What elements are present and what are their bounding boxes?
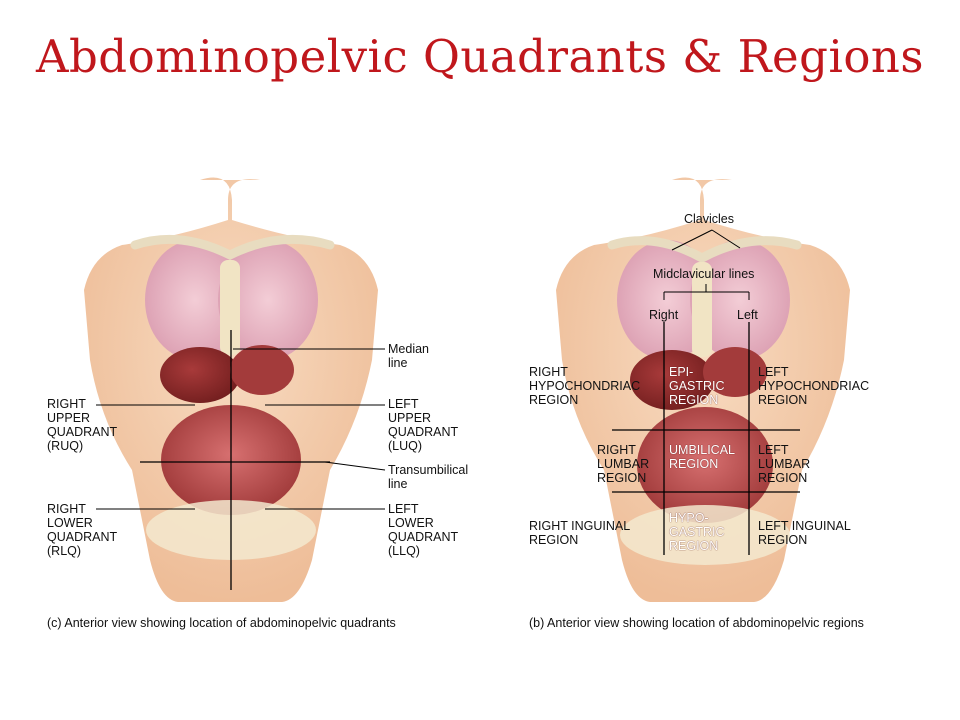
liver <box>160 347 240 403</box>
intestines <box>637 407 773 523</box>
sternum <box>692 262 712 357</box>
clavicle <box>607 236 802 264</box>
liver <box>630 350 714 410</box>
right-lung <box>690 240 790 360</box>
luq-label: LEFT UPPER QUADRANT (LUQ) <box>388 397 459 453</box>
page-title: Abdominopelvic Quadrants & Regions <box>35 30 925 83</box>
right-hypochondriac-label: RIGHT HYPOCHONDRIAC REGION <box>529 365 641 407</box>
rlq-label: RIGHT LOWER QUADRANT (RLQ) <box>47 502 118 558</box>
right-lung <box>218 240 318 360</box>
ruq-label: RIGHT UPPER QUADRANT (RUQ) <box>47 397 118 453</box>
umbilical-label: UMBILICAL REGION <box>669 443 735 471</box>
regions-caption: (b) Anterior view showing location of ab… <box>529 616 864 630</box>
left-label: Left <box>737 308 758 322</box>
sternum <box>220 260 240 355</box>
right-lumbar-label: RIGHT LUMBAR REGION <box>597 443 650 485</box>
stomach <box>703 347 767 397</box>
pelvis <box>620 505 790 565</box>
torso-regions <box>556 177 850 602</box>
hypogastric-label: HYPO- GASTRIC REGION <box>669 511 725 553</box>
right-inguinal-label: RIGHT INGUINAL REGION <box>529 519 631 547</box>
left-inguinal-label: LEFT INGUINAL REGION <box>758 519 851 547</box>
stomach <box>230 345 294 395</box>
transumbilical-line-label: Transumbilical line <box>388 463 469 491</box>
epigastric-label: EPI- GASTRIC REGION <box>669 365 725 407</box>
left-lumbar-label: LEFT LUMBAR REGION <box>758 443 811 485</box>
clavicle <box>130 234 335 261</box>
right-label: Right <box>649 308 679 322</box>
torso-quadrants <box>84 177 386 602</box>
left-hypochondriac-label: LEFT HYPOCHONDRIAC REGION <box>758 365 870 407</box>
llq-label: LEFT LOWER QUADRANT (LLQ) <box>388 502 459 558</box>
quadrants-caption: (c) Anterior view showing location of ab… <box>47 616 396 630</box>
median-line-label: Median line <box>388 342 429 370</box>
midclavicular-lines-label: Midclavicular lines <box>653 267 755 281</box>
clavicles-label: Clavicles <box>684 212 735 226</box>
